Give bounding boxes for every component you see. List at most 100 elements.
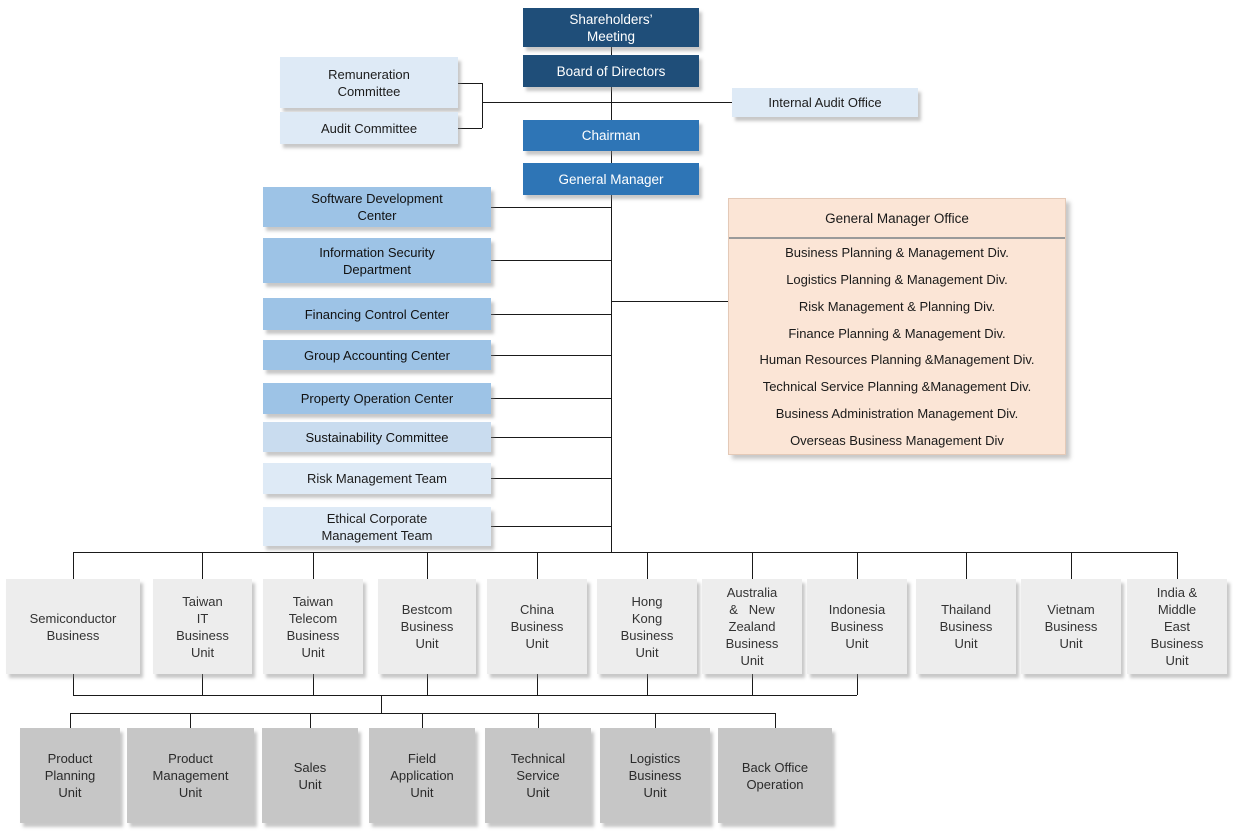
connector-line	[611, 47, 612, 55]
connector-line	[966, 552, 967, 579]
division-item: Technical Service Planning &Management D…	[762, 379, 1032, 395]
division-item: Overseas Business Management Div	[790, 433, 1004, 449]
node-label: Chairman	[581, 128, 641, 143]
node-label: Group Accounting Center	[304, 347, 450, 363]
connector-line	[537, 552, 538, 579]
connector-line	[491, 207, 611, 208]
connector-line	[482, 83, 483, 128]
node-logistics-business-unit: Logistics Business Unit	[600, 728, 710, 823]
node-label: Ethical Corporate Management Team	[321, 510, 433, 543]
divider	[729, 237, 1065, 239]
connector-line	[1177, 552, 1178, 579]
connector-line	[857, 552, 858, 579]
connector-line	[857, 674, 858, 695]
connector-line	[611, 87, 612, 120]
connector-line	[427, 674, 428, 695]
node-label: Logistics Business Unit	[628, 751, 682, 800]
node-internal-audit-office: Internal Audit Office	[732, 88, 918, 117]
node-chairman: Chairman	[523, 120, 699, 151]
node-label: Property Operation Center	[300, 391, 454, 406]
node-remuneration-committee: Remuneration Committee	[280, 57, 458, 108]
connector-line	[202, 552, 203, 579]
node-financing-control-center: Financing Control Center	[263, 298, 491, 330]
node-label: Back Office Operation	[741, 759, 809, 792]
node-board-of-directors: Board of Directors	[523, 55, 699, 87]
node-label: Taiwan Telecom Business Unit	[286, 593, 340, 660]
node-label: Board of Directors	[556, 63, 666, 79]
node-thailand-business-unit: Thailand Business Unit	[916, 579, 1016, 674]
node-information-security-department: Information Security Department	[263, 238, 491, 283]
node-label: Vietnam Business Unit	[1044, 602, 1098, 651]
connector-line	[458, 83, 482, 84]
node-label: Indonesia Business Unit	[828, 602, 886, 651]
connector-line	[538, 713, 539, 728]
node-semiconductor-business: Semiconductor Business	[6, 579, 140, 674]
connector-line	[491, 260, 611, 261]
node-software-development-center: Software Development Center	[263, 187, 491, 227]
node-label: Internal Audit Office	[768, 95, 882, 110]
node-hong-kong-business-unit: Hong Kong Business Unit	[597, 579, 697, 674]
node-label: Sustainability Committee	[305, 429, 449, 445]
connector-line	[611, 195, 612, 552]
connector-line	[482, 102, 732, 103]
division-item: Business Administration Management Div.	[775, 406, 1019, 422]
node-label: Australia & New Zealand Business Unit	[725, 585, 779, 668]
connector-line	[655, 713, 656, 728]
node-indonesia-business-unit: Indonesia Business Unit	[807, 579, 907, 674]
connector-line	[313, 674, 314, 695]
node-general-manager: General Manager	[523, 163, 699, 195]
node-india-middle-east-business-unit: India & Middle East Business Unit	[1127, 579, 1227, 674]
connector-line	[752, 552, 753, 579]
node-label: Semiconductor Business	[29, 610, 117, 643]
connector-line	[458, 128, 482, 129]
node-label: Software Development Center	[311, 191, 443, 223]
node-label: Thailand Business Unit	[939, 602, 993, 651]
node-label: Field Application Unit	[390, 751, 454, 800]
connector-line	[647, 674, 648, 695]
connector-line	[775, 713, 776, 728]
connector-line	[611, 151, 612, 163]
node-risk-management-team: Risk Management Team	[263, 463, 491, 494]
node-label: Technical Service Unit	[510, 751, 566, 800]
connector-line	[70, 713, 71, 728]
connector-line	[73, 552, 74, 579]
node-sustainability-committee: Sustainability Committee	[263, 422, 491, 452]
connector-line	[537, 674, 538, 695]
node-label: Bestcom Business Unit	[400, 602, 454, 651]
node-product-planning-unit: Product Planning Unit	[20, 728, 120, 823]
node-back-office-operation: Back Office Operation	[718, 728, 832, 823]
connector-line	[202, 674, 203, 695]
node-field-application-unit: Field Application Unit	[369, 728, 475, 823]
node-label: India & Middle East Business Unit	[1150, 585, 1204, 668]
division-item: Business Planning & Management Div.	[785, 244, 1009, 260]
connector-line	[491, 398, 611, 399]
node-taiwan-telecom-business-unit: Taiwan Telecom Business Unit	[263, 579, 363, 674]
connector-line	[190, 713, 191, 728]
connector-line	[491, 526, 611, 527]
node-product-management-unit: Product Management Unit	[127, 728, 254, 823]
node-label: Remuneration Committee	[328, 66, 410, 99]
connector-line	[73, 674, 74, 695]
connector-line	[313, 552, 314, 579]
node-general-manager-office: General Manager Office Business Planning…	[728, 198, 1066, 455]
connector-line	[491, 355, 611, 356]
node-property-operation-center: Property Operation Center	[263, 383, 491, 414]
node-taiwan-it-business-unit: Taiwan IT Business Unit	[153, 579, 252, 674]
division-item: Finance Planning & Management Div.	[788, 325, 1006, 341]
node-vietnam-business-unit: Vietnam Business Unit	[1021, 579, 1121, 674]
node-ethical-corporate-management-team: Ethical Corporate Management Team	[263, 507, 491, 546]
connector-line	[310, 713, 311, 728]
connector-line	[752, 674, 753, 695]
connector-line	[611, 301, 728, 302]
general-manager-office-divisions: Business Planning & Management Div. Logi…	[729, 239, 1065, 454]
connector-line	[73, 695, 857, 696]
node-label: Information Security Department	[319, 244, 435, 277]
node-bestcom-business-unit: Bestcom Business Unit	[378, 579, 476, 674]
node-label: China Business Unit	[510, 602, 564, 651]
node-label: General Manager	[558, 171, 664, 187]
node-technical-service-unit: Technical Service Unit	[485, 728, 591, 823]
connector-line	[73, 552, 1177, 553]
connector-line	[422, 713, 423, 728]
division-item: Logistics Planning & Management Div.	[786, 271, 1008, 287]
